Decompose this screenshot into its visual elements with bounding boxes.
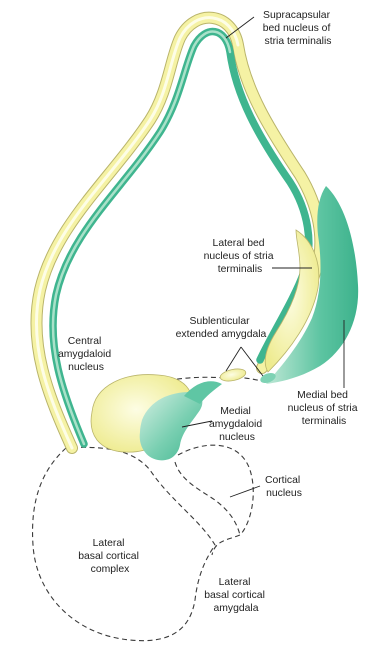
cortical-nucleus-outline [178,445,253,555]
label-sublenticular-extended-amygdala: Sublenticular extended amygdala [176,316,267,340]
leader-cortical [230,486,260,497]
label-lateral-basal-cortical-amygdala: Lateral basal cortical amygdala [204,577,268,614]
label-lateral-bed-nucleus: Lateral bed nucleus of stria terminalis [204,238,277,275]
leader-sublenticular-left [226,347,241,371]
label-medial-bed-nucleus: Medial bed nucleus of stria terminalis [288,390,361,427]
label-medial-amygdaloid-nucleus: Medial amygdaloid nucleus [209,406,265,443]
label-central-amygdaloid-nucleus: Central amygdaloid nucleus [58,336,114,373]
cortical-nucleus-lower-outline [175,462,240,535]
label-supracapsular-bed-nucleus: Supracapsular bed nucleus of stria termi… [263,10,333,47]
sublenticular-blob-yellow [219,367,247,383]
label-lateral-basal-cortical-complex: Lateral basal cortical complex [78,538,142,575]
label-cortical-nucleus: Cortical nucleus [265,475,303,499]
